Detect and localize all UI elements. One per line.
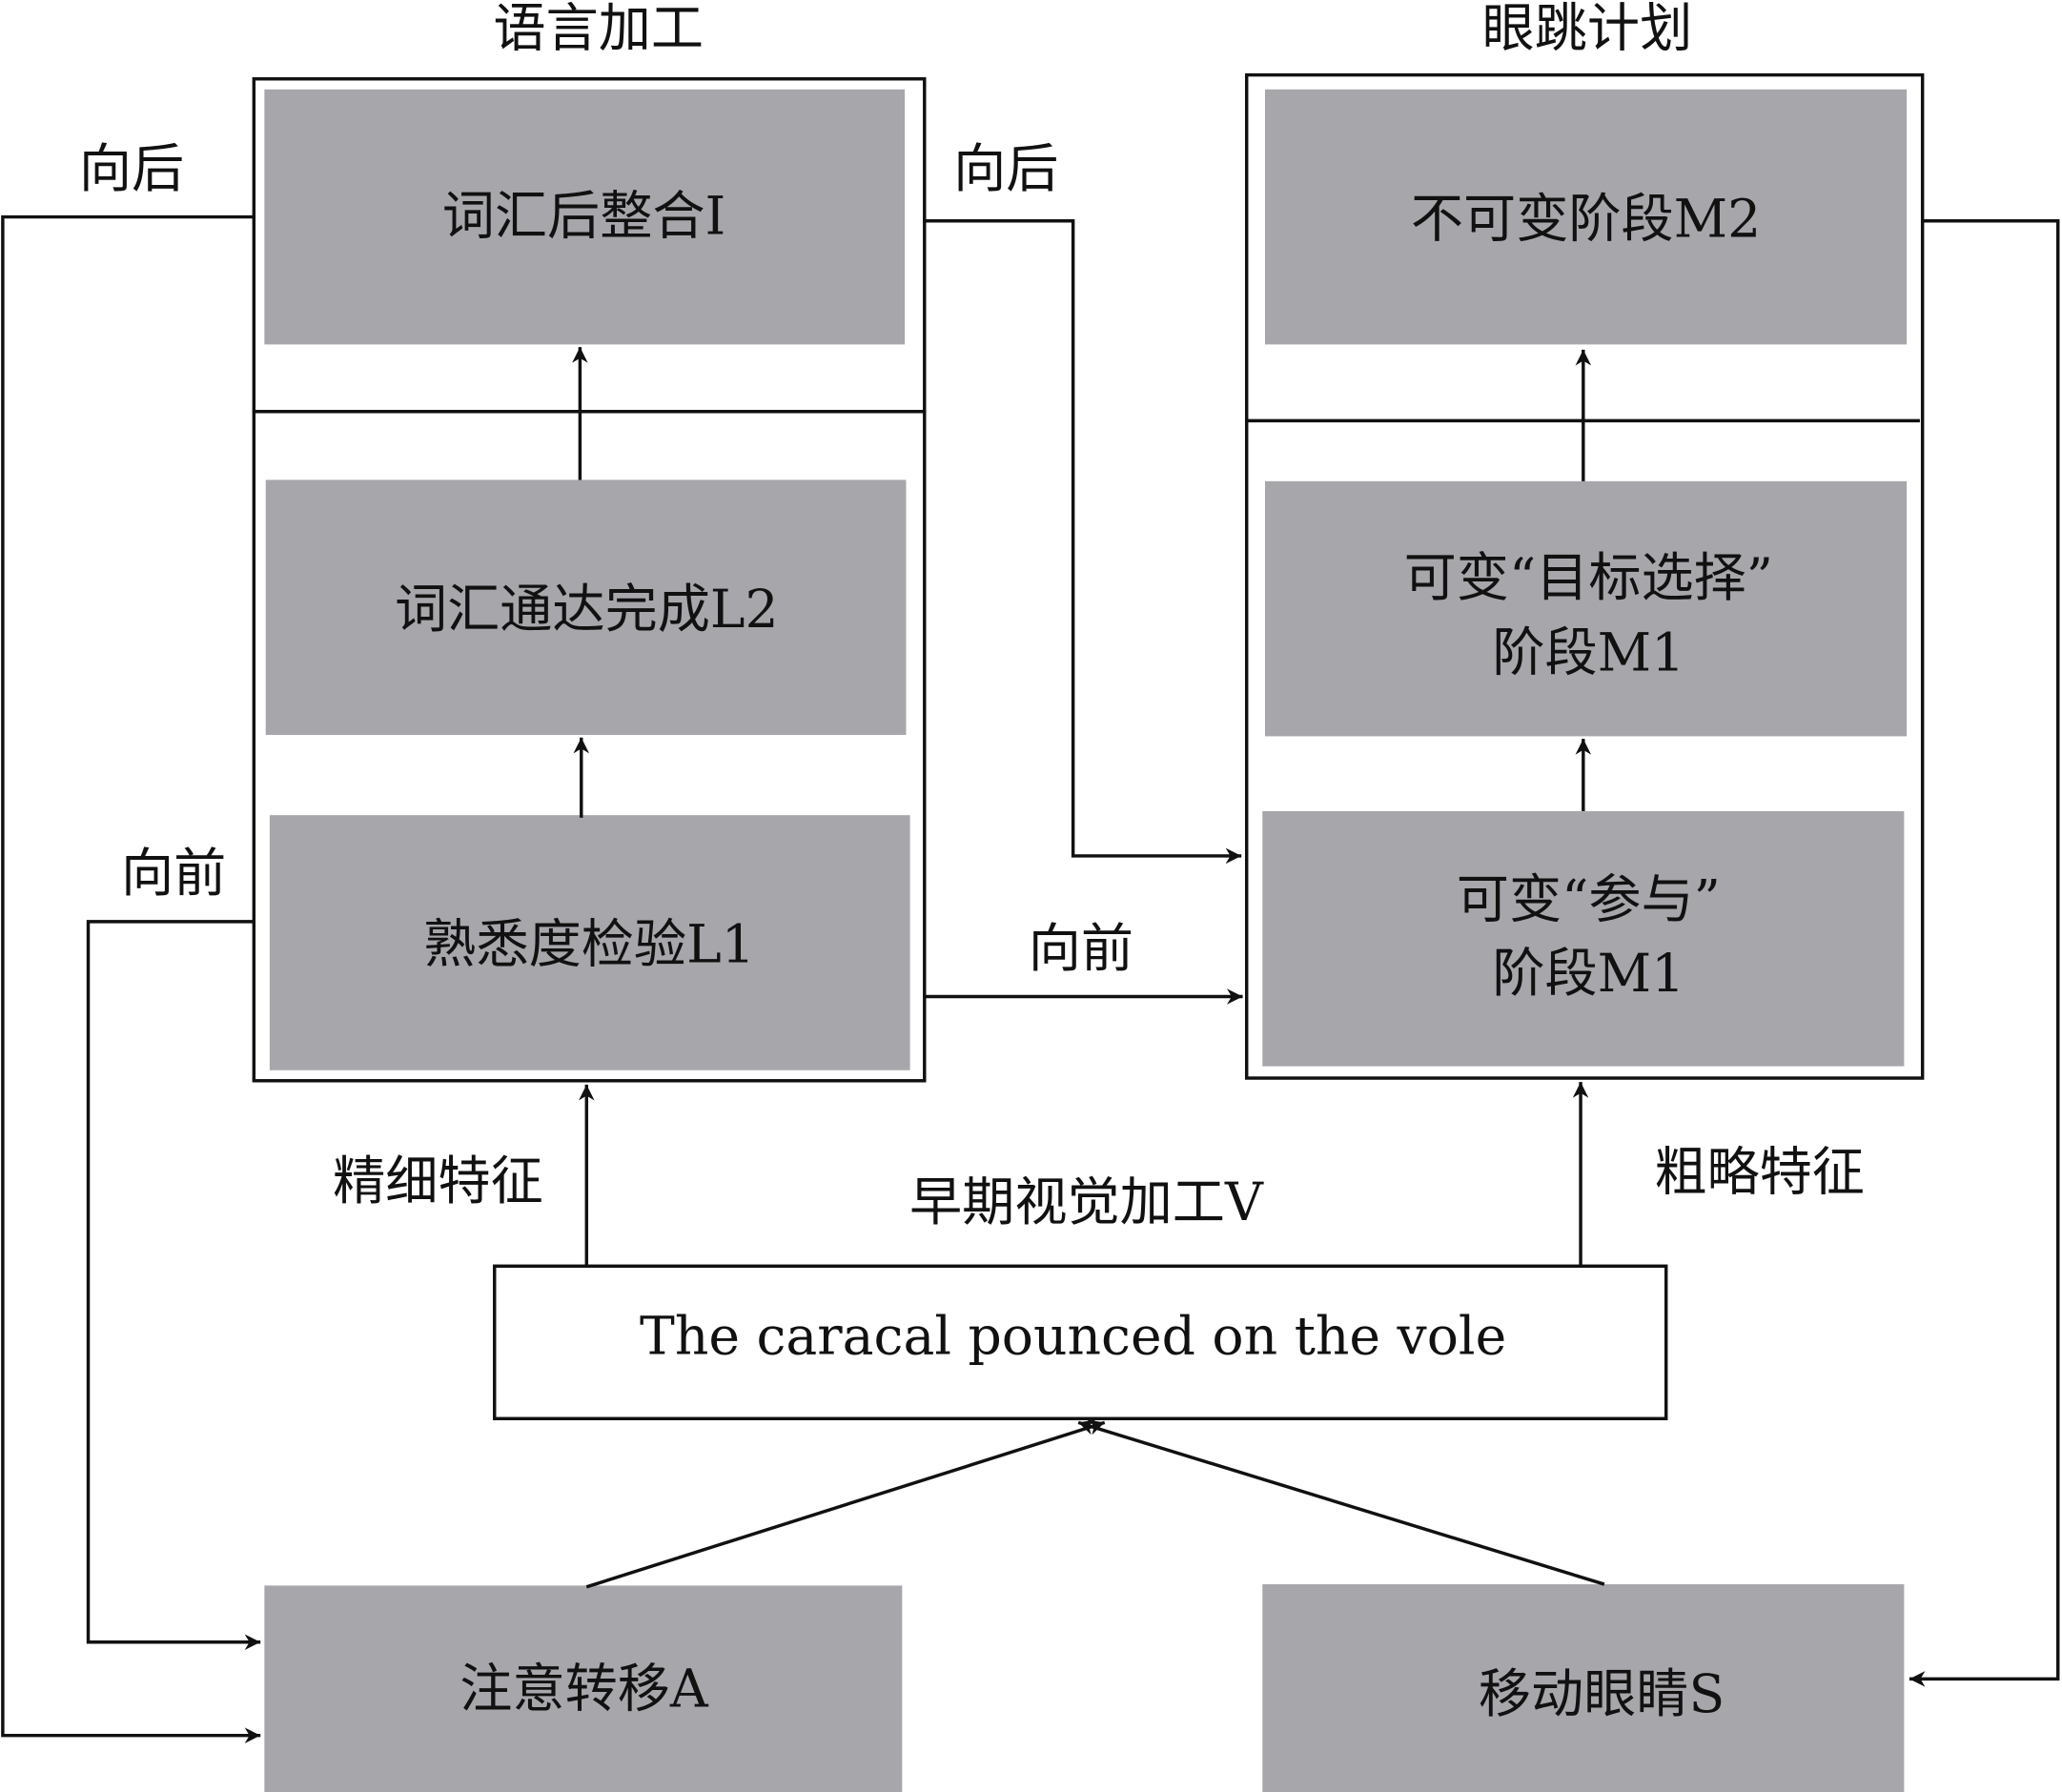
box-I [264, 89, 906, 345]
box-M2 [1265, 89, 1908, 345]
backward-mid-label: 向后 [953, 139, 1058, 200]
arrow-A-to-sentence [585, 1419, 1106, 1589]
language-processing-title: 语言加工 [493, 0, 704, 59]
box-S-label: 移动眼睛S [1479, 1664, 1725, 1725]
box-I-label: 词汇后整合I [442, 187, 726, 248]
box-M1-target [1265, 480, 1908, 737]
arrow-S-to-sentence [1077, 1419, 1605, 1586]
coarse-features-label: 粗略特征 [1654, 1142, 1865, 1203]
arrow-backward-mid [924, 219, 1242, 865]
box-M1-engage-label-2: 阶段M1 [1492, 944, 1684, 1005]
box-L1 [269, 815, 910, 1070]
forward-left-label: 向前 [121, 844, 226, 905]
box-S [1262, 1584, 1905, 1792]
box-L2-label: 词汇通达完成L2 [395, 580, 779, 641]
sentence-text: The caracal pounced on the vole [640, 1307, 1506, 1368]
box-M1-target-label-2: 阶段M1 [1492, 622, 1684, 683]
sentence-box [493, 1264, 1668, 1420]
fine-features-label: 精细特征 [333, 1151, 543, 1212]
backward-left-label: 向后 [79, 139, 184, 200]
arrow-forward-left [86, 920, 261, 1651]
early-visual-label: 早期视觉加工V [909, 1172, 1264, 1233]
forward-mid-label: 向前 [1029, 919, 1133, 980]
box-M2-label: 不可变阶段M2 [1411, 189, 1761, 250]
arrow-M2-to-S [1909, 219, 2060, 1687]
box-L2 [265, 479, 907, 736]
arrow-backward-left [1, 214, 261, 1743]
box-M1-engage-label-1: 可变“参与” [1457, 870, 1721, 931]
box-L1-label: 熟悉度检验L1 [423, 915, 755, 976]
box-M1-engage [1262, 811, 1905, 1067]
box-M1-target-label-1: 可变“目标选择” [1404, 548, 1773, 609]
box-A-label: 注意转移A [459, 1659, 709, 1720]
saccade-planning-title: 眼跳计划 [1482, 0, 1693, 59]
box-A [264, 1585, 903, 1792]
